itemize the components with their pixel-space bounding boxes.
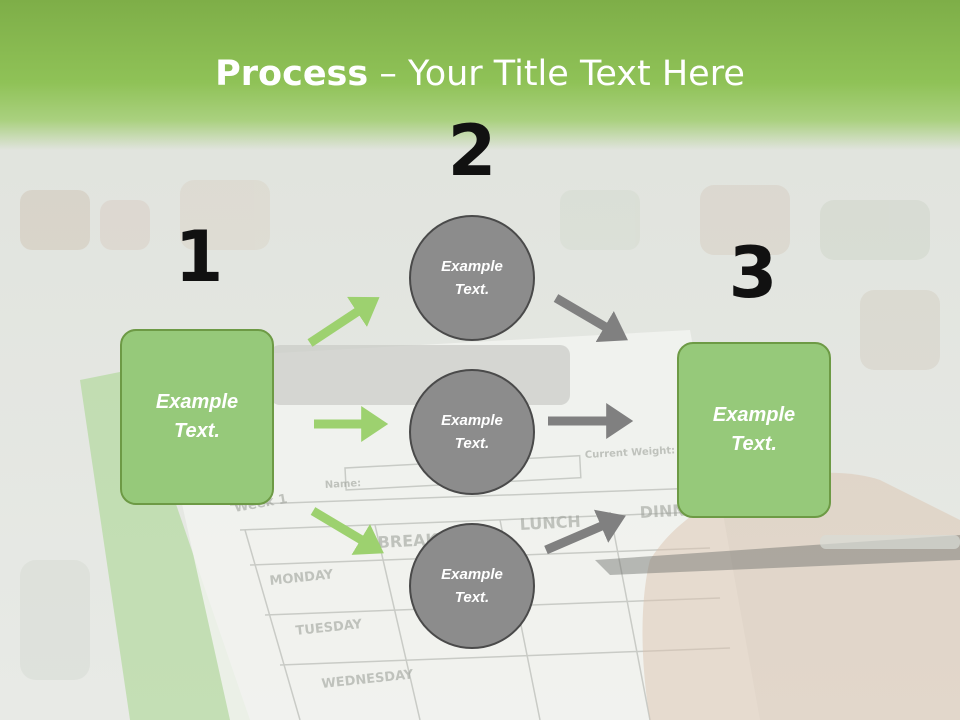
step-number-2: 2: [447, 110, 497, 192]
title-bold: Process: [215, 54, 369, 94]
step-box-3-label: Example Text.: [712, 404, 796, 455]
step-circle-top-label: Example Text.: [441, 258, 503, 298]
arrow-green-up: [307, 296, 380, 347]
step-box-1-label: Example Text.: [155, 391, 239, 442]
arrow-gray-down: [553, 294, 628, 343]
step-circle-middle: Example Text.: [409, 369, 535, 495]
step-number-1: 1: [174, 216, 224, 298]
bg-day-tuesday: TUESDAY: [295, 617, 363, 639]
step-box-1: Example Text.: [120, 329, 274, 505]
bg-name-text: Name:: [325, 478, 362, 491]
step-box-3: Example Text.: [677, 342, 831, 518]
header-band: [0, 0, 960, 150]
arrow-green-down: [310, 507, 384, 555]
title-rest: – Your Title Text Here: [368, 54, 745, 94]
arrow-gray-up: [544, 509, 626, 555]
step-number-3: 3: [728, 232, 778, 314]
page-title: Process – Your Title Text Here: [0, 52, 960, 96]
step-circle-middle-label: Example Text.: [441, 412, 503, 452]
bg-col-lunch: LUNCH: [519, 512, 581, 534]
step-circle-bottom: Example Text.: [409, 523, 535, 649]
bg-weight-text: Current Weight:: [585, 445, 676, 461]
bg-day-monday: MONDAY: [269, 567, 335, 589]
step-circle-bottom-label: Example Text.: [441, 566, 503, 606]
step-circle-top: Example Text.: [409, 215, 535, 341]
